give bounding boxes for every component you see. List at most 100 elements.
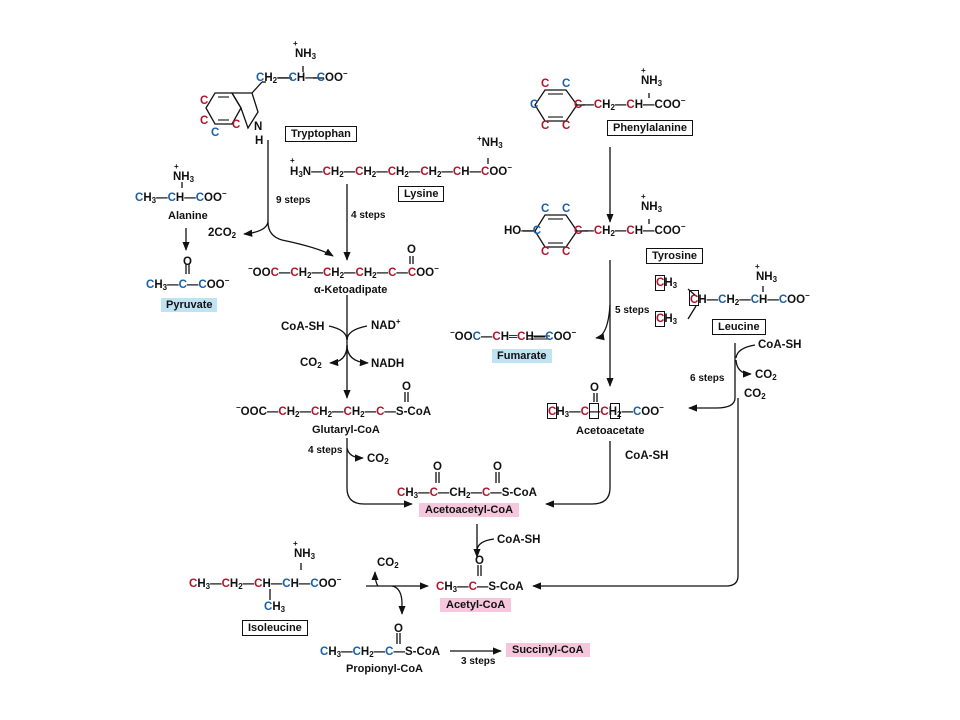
coash-input-curve [328, 325, 348, 341]
phe-ring-c: C [562, 78, 571, 90]
tryptophan-ring-carbon: C [200, 115, 209, 127]
six-steps-label: 6 steps [690, 373, 725, 384]
tyr-ring-c: C [541, 246, 550, 258]
ketoadipate-label: α-Ketoadipate [314, 284, 388, 296]
alanine-nh3: + [174, 162, 179, 171]
tryptophan-label: Tryptophan [285, 126, 357, 142]
acetoacetate-o: O [590, 382, 599, 394]
tryptophan-ring-n: N [254, 121, 263, 133]
ketoadipate-formula: −OOC—CH2—CH2—CH2—C—COO− [248, 264, 439, 280]
tryptophan-ring-carbon: C [200, 95, 209, 107]
phe-nh3-text: NH3 [641, 75, 663, 88]
ile-ch3: CH3 [264, 601, 286, 614]
acetylcoa-o: O [475, 555, 484, 567]
arrow-leucine-acetylcoa [532, 398, 739, 590]
pyruvate-label: Pyruvate [161, 298, 218, 312]
co2-label-glutaryl: CO2 [367, 453, 389, 466]
phe-nh3: + [641, 66, 646, 75]
phe-ring-c: C [530, 99, 539, 111]
alanine-label: Alanine [168, 210, 208, 222]
co2-label-leucine-b: CO2 [744, 388, 766, 401]
tryptophan-pyrrole-ring [230, 92, 259, 130]
leu-nh3: + [755, 262, 760, 271]
nad-input-curve [346, 325, 368, 341]
leu-box-ch3-bottom [655, 311, 665, 327]
phenylalanine-ring [534, 89, 578, 122]
tyr-ring-c: C [562, 203, 571, 215]
tyr-ring-c: C [541, 203, 550, 215]
tyr-sidechain: C—CH2—CH—COO− [574, 222, 686, 238]
tryptophan-nh3-text: NH3 [295, 48, 317, 61]
alanine-nh3-text: NH3 [173, 171, 195, 184]
fumarate-label: Fumarate [492, 349, 552, 363]
coash-input-leucine [735, 344, 756, 359]
coash-label-ketoadipate: CoA-SH [281, 321, 325, 333]
lysine-label: Lysine [398, 186, 445, 202]
acetoacetyl-coa-label: Acetoacetyl-CoA [419, 503, 520, 517]
lysine-nh3: +NH3 [477, 134, 503, 150]
tyr-ring-c: C [562, 246, 571, 258]
co2-label-isoleucine: CO2 [377, 557, 399, 570]
coash-label-acetoacetyl: CoA-SH [497, 534, 541, 546]
tryptophan-ring-carbon: C [211, 127, 220, 139]
coash-label-leucine: CoA-SH [758, 339, 802, 351]
two-co2-label: 2CO2 [208, 227, 237, 240]
acetoacetyl-formula: CH3—C—CH2—C—S-CoA [397, 487, 537, 500]
ile-nh3: + [293, 539, 298, 548]
acetoacetate-label: Acetoacetate [576, 425, 645, 437]
ile-nh3-text: NH3 [294, 548, 316, 561]
propionyl-o: O [394, 623, 403, 635]
arrow-glutaryl-acetoacetyl [346, 438, 413, 508]
tyr-nh3: + [641, 192, 646, 201]
glutaryl-label: Glutaryl-CoA [312, 424, 380, 436]
lysine-nh3-left: + [290, 156, 295, 165]
acetyl-coa-label: Acetyl-CoA [440, 598, 512, 612]
tyrosine-label: Tyrosine [646, 248, 704, 264]
lysine-formula: H3N—CH2—CH2—CH2—CH2—CH—COO− [290, 163, 512, 179]
pyruvate-o: O [183, 256, 192, 268]
ketoadipate-o: O [407, 244, 416, 256]
arrow-leucine-acetoacetate [688, 343, 736, 412]
ile-formula: CH3—CH2—CH—CH—COO− [189, 575, 342, 591]
co2-label-leucine-a: CO2 [755, 369, 777, 382]
co2-output-glutaryl [346, 447, 364, 462]
arrow-2co2 [243, 221, 269, 237]
nadh-label: NADH [371, 358, 405, 370]
leu-nh3-text: NH3 [756, 271, 778, 284]
three-steps-label: 3 steps [461, 656, 496, 667]
glutaryl-formula: −OOC—CH2—CH2—CH2—C—S-CoA [236, 403, 432, 419]
leucine-label: Leucine [712, 319, 766, 335]
tryptophan-ring-h: H [255, 135, 264, 147]
co2-output-leucine [735, 359, 752, 378]
acetoacetyl-o2: O [493, 461, 502, 473]
tyr-nh3-text: NH3 [641, 201, 663, 214]
tryptophan-sidechain: CH2—CH—COO− [256, 69, 348, 85]
acetoacetate-box-1 [547, 403, 557, 419]
four-steps-lysine-label: 4 steps [351, 210, 386, 221]
nad-label: NAD+ [371, 317, 401, 333]
acetoacetate-box-2 [589, 403, 599, 419]
phe-ring-c: C [562, 120, 571, 132]
phe-ring-c: C [541, 120, 550, 132]
succinyl-coa-label: Succinyl-CoA [506, 643, 590, 657]
four-steps-glutaryl-label: 4 steps [308, 445, 343, 456]
arrow-tyrosine-fumarate [595, 304, 611, 341]
acetoacetate-box-3 [610, 403, 620, 419]
leu-box-ch3-top [655, 275, 665, 291]
coash-input-acetoacetyl [476, 538, 495, 551]
nadh-output-curve [346, 344, 369, 367]
tryptophan-ring-carbon: C [232, 119, 241, 131]
co2-label-ketoadipate: CO2 [300, 357, 322, 370]
nine-steps-label: 9 steps [276, 195, 311, 206]
phe-ring-c: C [541, 78, 550, 90]
tyrosine-ring [534, 214, 578, 248]
propionyl-formula: CH3—CH2—C—S-CoA [320, 646, 441, 659]
co2-output-curve [329, 344, 348, 367]
leu-formula: CH—CH2—CH—COO− [690, 291, 810, 307]
acetoacetate-formula: CH3—C—CH2—COO− [548, 403, 664, 419]
leu-ch3-bottom: CH3 [656, 313, 678, 326]
alanine-formula: CH3—CH—COO− [135, 189, 227, 205]
propionyl-coa-label: Propionyl-CoA [346, 663, 423, 675]
